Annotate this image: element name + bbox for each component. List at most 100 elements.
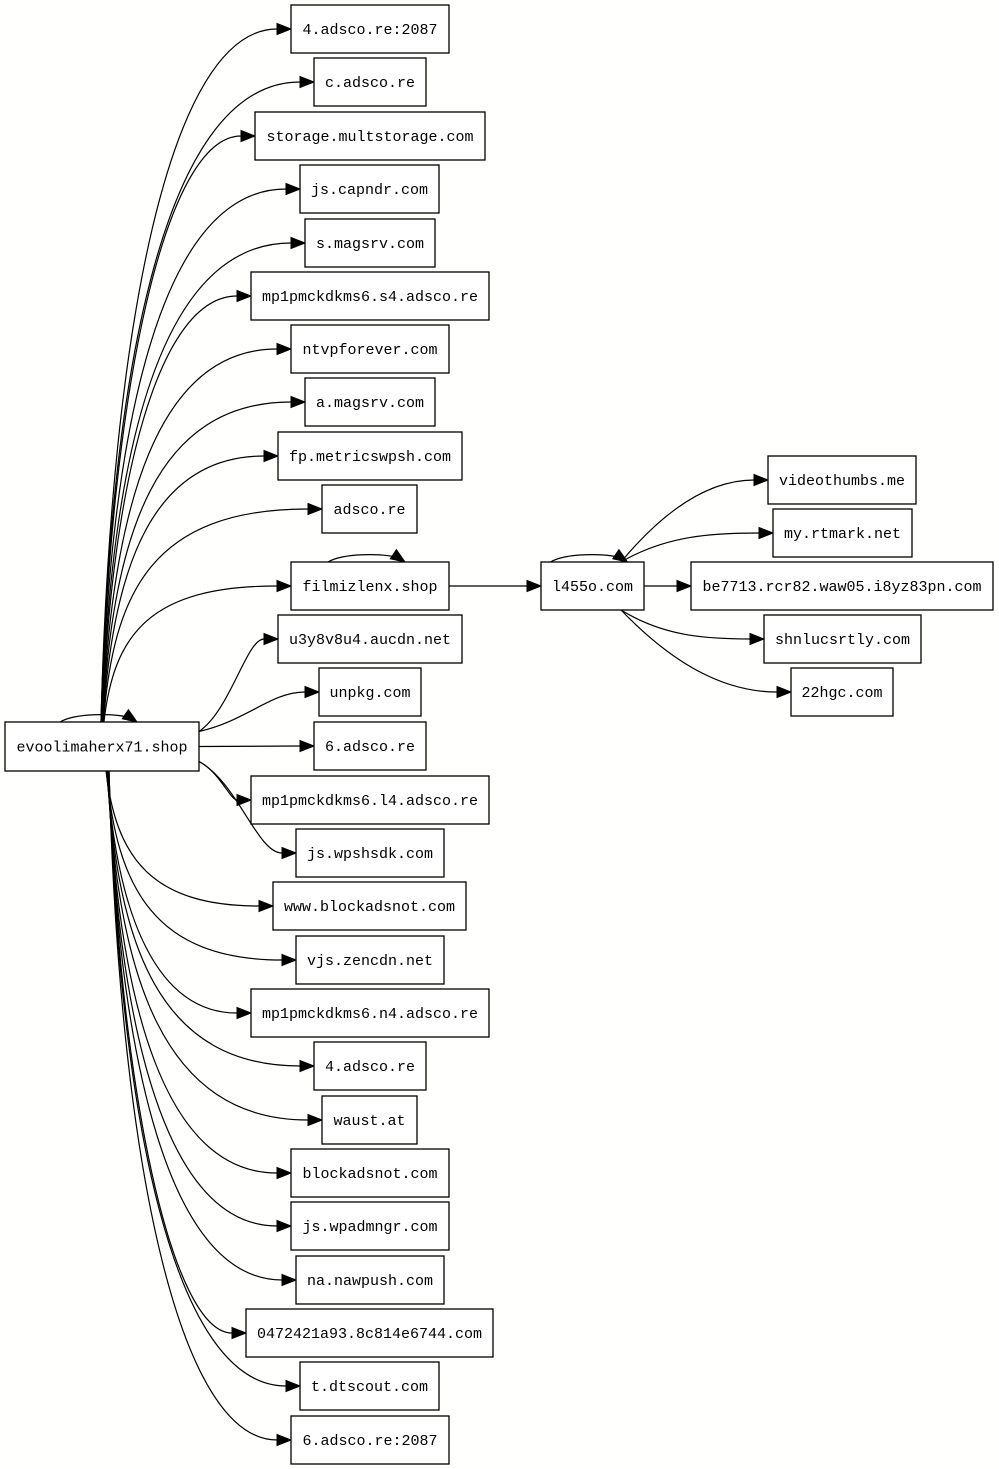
arrow-head-icon	[776, 685, 793, 699]
node-n13: unpkg.com	[318, 667, 422, 717]
arrow-head-icon	[236, 793, 253, 807]
node-label: be7713.rcr82.waw05.i8yz83pn.com	[702, 579, 981, 596]
node-box	[767, 455, 917, 505]
node-n27: 6.adsco.re:2087	[290, 1415, 450, 1465]
edge-l455o-to-m2	[620, 526, 775, 563]
node-m4: shnlucsrtly.com	[763, 614, 922, 664]
node-label: js.wpadmngr.com	[302, 1219, 437, 1236]
node-label: t.dtscout.com	[311, 1379, 428, 1396]
node-n16: js.wpshsdk.com	[295, 828, 445, 878]
edge-line	[620, 609, 778, 693]
node-label: c.adsco.re	[325, 75, 415, 92]
edge-line	[100, 28, 278, 723]
edge-evoolimaherx71-to-n13	[198, 685, 321, 733]
node-n18: vjs.zencdn.net	[295, 935, 445, 985]
edge-line	[102, 508, 309, 723]
edge-line	[198, 760, 283, 854]
arrow-head-icon	[307, 1113, 324, 1127]
edge-line	[100, 81, 301, 723]
node-box	[245, 1308, 494, 1358]
node-label: js.wpshsdk.com	[307, 846, 433, 863]
edge-evoolimaherx71-to-n3	[100, 129, 257, 723]
node-box	[299, 1361, 440, 1411]
edge-l455o-to-m1	[620, 473, 770, 563]
node-n10: adsco.re	[321, 484, 418, 534]
node-box	[295, 828, 445, 878]
node-label: 0472421a93.8c814e6744.com	[257, 1326, 482, 1343]
edge-line	[327, 554, 400, 563]
edge-line	[101, 348, 278, 723]
node-n4: js.capndr.com	[299, 164, 440, 214]
edge-line	[108, 770, 278, 1441]
edge-evoolimaherx71-to-n9	[102, 449, 280, 723]
node-box	[290, 561, 450, 611]
node-box	[272, 881, 467, 931]
node-label: storage.multstorage.com	[266, 129, 473, 146]
edge-line	[100, 135, 242, 723]
arrow-head-icon	[299, 739, 316, 753]
arrow-head-icon	[290, 395, 307, 409]
edge-evoolimaherx71-to-n2	[100, 75, 316, 723]
node-box	[318, 667, 422, 717]
arrow-head-icon	[276, 22, 293, 36]
edge-l455o-to-m5	[620, 609, 793, 699]
node-label: u3y8v8u4.aucdn.net	[289, 632, 451, 649]
node-box	[290, 1415, 450, 1465]
node-label: mp1pmckdkms6.n4.adsco.re	[262, 1006, 478, 1023]
node-label: js.capndr.com	[311, 182, 428, 199]
arrow-head-icon	[258, 899, 275, 913]
node-box	[277, 614, 463, 664]
node-box	[772, 508, 913, 558]
arrow-head-icon	[290, 236, 307, 250]
node-label: filmizlenx.shop	[302, 579, 437, 596]
edge-line	[106, 770, 238, 1014]
edge-line	[101, 295, 238, 723]
arrow-head-icon	[281, 1273, 298, 1287]
edge-evoolimaherx71-to-n18	[105, 770, 298, 967]
node-box	[304, 218, 436, 268]
edge-line	[105, 770, 260, 907]
node-box	[254, 111, 486, 161]
node-label: mp1pmckdkms6.s4.adsco.re	[262, 289, 478, 306]
node-m2: my.rtmark.net	[772, 508, 913, 558]
edge-layer	[59, 22, 793, 1447]
edge-line	[620, 609, 751, 640]
node-label: vjs.zencdn.net	[307, 953, 433, 970]
arrow-head-icon	[285, 1379, 302, 1393]
edge-evoolimaherx71-to-n21	[106, 770, 324, 1127]
node-label: a.magsrv.com	[316, 395, 424, 412]
node-l455o: l455o.com	[540, 561, 645, 611]
node-n3: storage.multstorage.com	[254, 111, 486, 161]
node-n25: 0472421a93.8c814e6744.com	[245, 1308, 494, 1358]
node-box	[313, 1041, 427, 1091]
arrow-head-icon	[307, 502, 324, 516]
edge-evoolimaherx71-to-n6	[101, 289, 253, 723]
node-label: blockadsnot.com	[302, 1166, 437, 1183]
arrow-head-icon	[749, 632, 766, 646]
node-evoolimaherx71: evoolimaherx71.shop	[4, 721, 200, 772]
arrow-head-icon	[281, 953, 298, 967]
node-n12: u3y8v8u4.aucdn.net	[277, 614, 463, 664]
arrow-head-icon	[231, 1326, 248, 1340]
node-n5: s.magsrv.com	[304, 218, 436, 268]
node-n1: 4.adsco.re:2087	[290, 4, 450, 54]
node-box	[313, 57, 427, 107]
node-label: evoolimaherx71.shop	[16, 740, 187, 757]
arrow-head-icon	[676, 579, 693, 593]
edge-line	[620, 532, 760, 563]
node-label: 6.adsco.re:2087	[302, 1433, 437, 1450]
arrow-head-icon	[758, 526, 775, 540]
node-box	[295, 1255, 445, 1305]
node-m3: be7713.rcr82.waw05.i8yz83pn.com	[690, 561, 994, 611]
edge-evoolimaherx71-to-n19	[106, 770, 253, 1020]
edge-l455o-to-m3	[644, 579, 693, 593]
node-m5: 22hgc.com	[790, 667, 894, 717]
edge-evoolimaherx71-to-n4	[100, 182, 302, 723]
node-box	[290, 1201, 450, 1251]
edge-line	[550, 554, 622, 563]
edge-evoolimaherx71-to-n8	[102, 395, 307, 723]
node-m1: videothumbs.me	[767, 455, 917, 505]
node-box	[277, 431, 463, 481]
edge-evoolimaherx71-to-n16	[198, 760, 298, 860]
